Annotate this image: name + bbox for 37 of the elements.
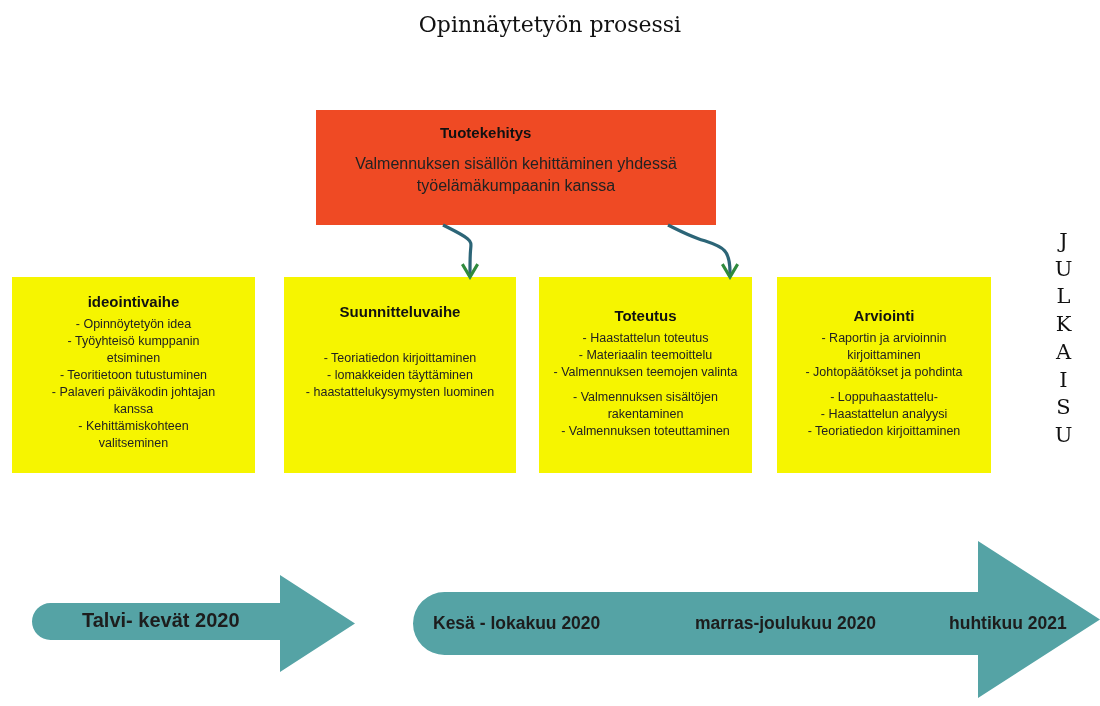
list-item: - Johtopäätökset ja pohdinta [804, 364, 964, 381]
box-text: Valmennuksen sisällön kehittäminen yhdessä työelämäkumpaanin kanssa [354, 154, 678, 196]
box-heading: Suunnitteluvaihe [338, 303, 462, 320]
phase-box [284, 277, 516, 473]
box-heading: Tuotekehitys [440, 124, 533, 141]
list-item: - Materiaalin teemoittelu [577, 347, 714, 364]
list-item: - Valmennuksen sisältöjen rakentaminen [572, 389, 719, 423]
box-heading: ideointivaihe [86, 293, 181, 310]
highlight-box [316, 110, 716, 225]
list-item: - Teoriatiedon kirjoittaminen [806, 423, 962, 440]
period-label: huhtikuu 2021 [949, 612, 1067, 634]
list-item: - Haastattelun analyysi [819, 406, 949, 423]
diagram-title: Opinnäytetyön prosessi [417, 12, 683, 37]
list-item: - Kehittämiskohteen valitseminen [77, 418, 190, 452]
list-item: - Teoritietoon tutustuminen [58, 367, 209, 384]
list-item: - Raportin ja arvioinnin kirjoittaminen [820, 330, 948, 364]
list-item: - Teoriatiedon kirjoittaminen [322, 350, 478, 367]
list-item: - Haastattelun toteutus [581, 330, 710, 347]
phase-box [12, 277, 255, 473]
list-item: - lomakkeiden täyttäminen [326, 367, 474, 384]
list-item: - haastattelukysymysten luominen [304, 384, 496, 401]
box-heading: Arviointi [852, 307, 916, 324]
vertical-label: JULKAISU [1053, 228, 1074, 450]
period-label: Kesä - lokakuu 2020 [433, 612, 601, 634]
list-item: - Valmennuksen teemojen valinta [552, 364, 739, 381]
list-item: - Työyhteisö kumppanin etsiminen [66, 333, 201, 367]
list-item: - Opinnöytetyön idea [74, 316, 193, 333]
phase-box [539, 277, 752, 473]
curved-arrow [667, 223, 740, 279]
list-item: - Palaveri päiväkodin johtajan kanssa [50, 384, 217, 418]
period-label: marras-joulukuu 2020 [695, 612, 876, 634]
list-item: - Loppuhaastattelu- [829, 389, 939, 406]
curved-arrow [442, 223, 480, 279]
period-label: Talvi- kevät 2020 [82, 609, 240, 633]
box-heading: Toteutus [613, 307, 678, 324]
phase-box [777, 277, 991, 473]
list-item: - Valmennuksen toteuttaminen [560, 423, 731, 440]
